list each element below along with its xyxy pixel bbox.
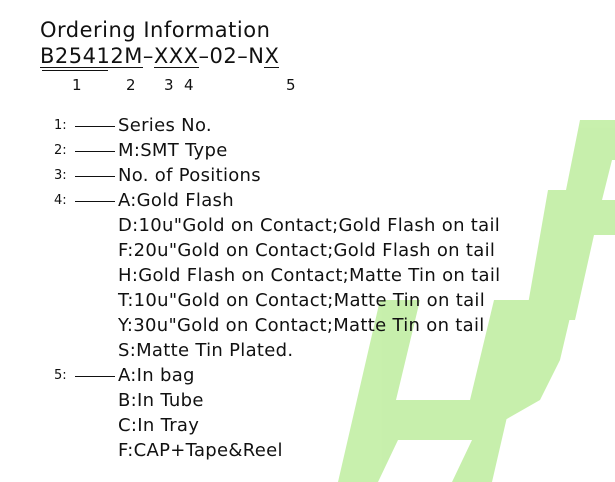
part-number-dash: – [142,44,154,68]
ordering-information-title: Ordering Information [40,18,271,42]
part-number-fixed: –02–N [198,44,265,68]
legend-item: T:10u"Gold on Contact;Matte Tin on tail [118,290,485,311]
legend-item: M:SMT Type [118,140,228,161]
part-number-plating: X [183,44,199,68]
legend-item: C:In Tray [118,415,200,436]
legend-item: B:In Tube [118,390,204,411]
legend-item: Series No. [118,115,212,136]
reference-number-2: 2 [126,76,136,94]
legend-item: H:Gold Flash on Contact;Matte Tin on tai… [118,265,501,286]
legend-item: S:Matte Tin Plated. [118,340,294,361]
legend-item: F:CAP+Tape&Reel [118,440,283,461]
legend-item: F:20u"Gold on Contact;Gold Flash on tail [118,240,496,261]
part-number-type: M [124,44,143,68]
legend-leader-line [75,376,115,377]
legend-leader-line [75,151,115,152]
legend-leader-line [75,126,115,127]
reference-number-1: 1 [72,76,82,94]
part-number-positions: XX [153,44,184,68]
legend-label: 5: [54,368,67,383]
legend-label: 2: [54,143,67,158]
legend-label: 3: [54,168,67,183]
part-number-series: B25412 [40,44,125,68]
legend-item: A:In bag [118,365,195,386]
legend-item: No. of Positions [118,165,261,186]
legend-item: D:10u"Gold on Contact;Gold Flash on tail [118,215,501,236]
reference-number-4: 4 [184,76,194,94]
reference-number-5: 5 [286,76,296,94]
legend-label: 4: [54,193,67,208]
reference-number-3: 3 [164,76,174,94]
legend-label: 1: [54,118,67,133]
legend-item: Y:30u"Gold on Contact;Matte Tin on tail [118,315,485,336]
reference-underline [42,70,108,71]
legend-leader-line [75,176,115,177]
part-number-packaging: X [264,44,280,68]
legend-leader-line [75,201,115,202]
legend-item: A:Gold Flash [118,190,234,211]
part-number-code: B25412M–XXX–02–NX [40,44,280,68]
